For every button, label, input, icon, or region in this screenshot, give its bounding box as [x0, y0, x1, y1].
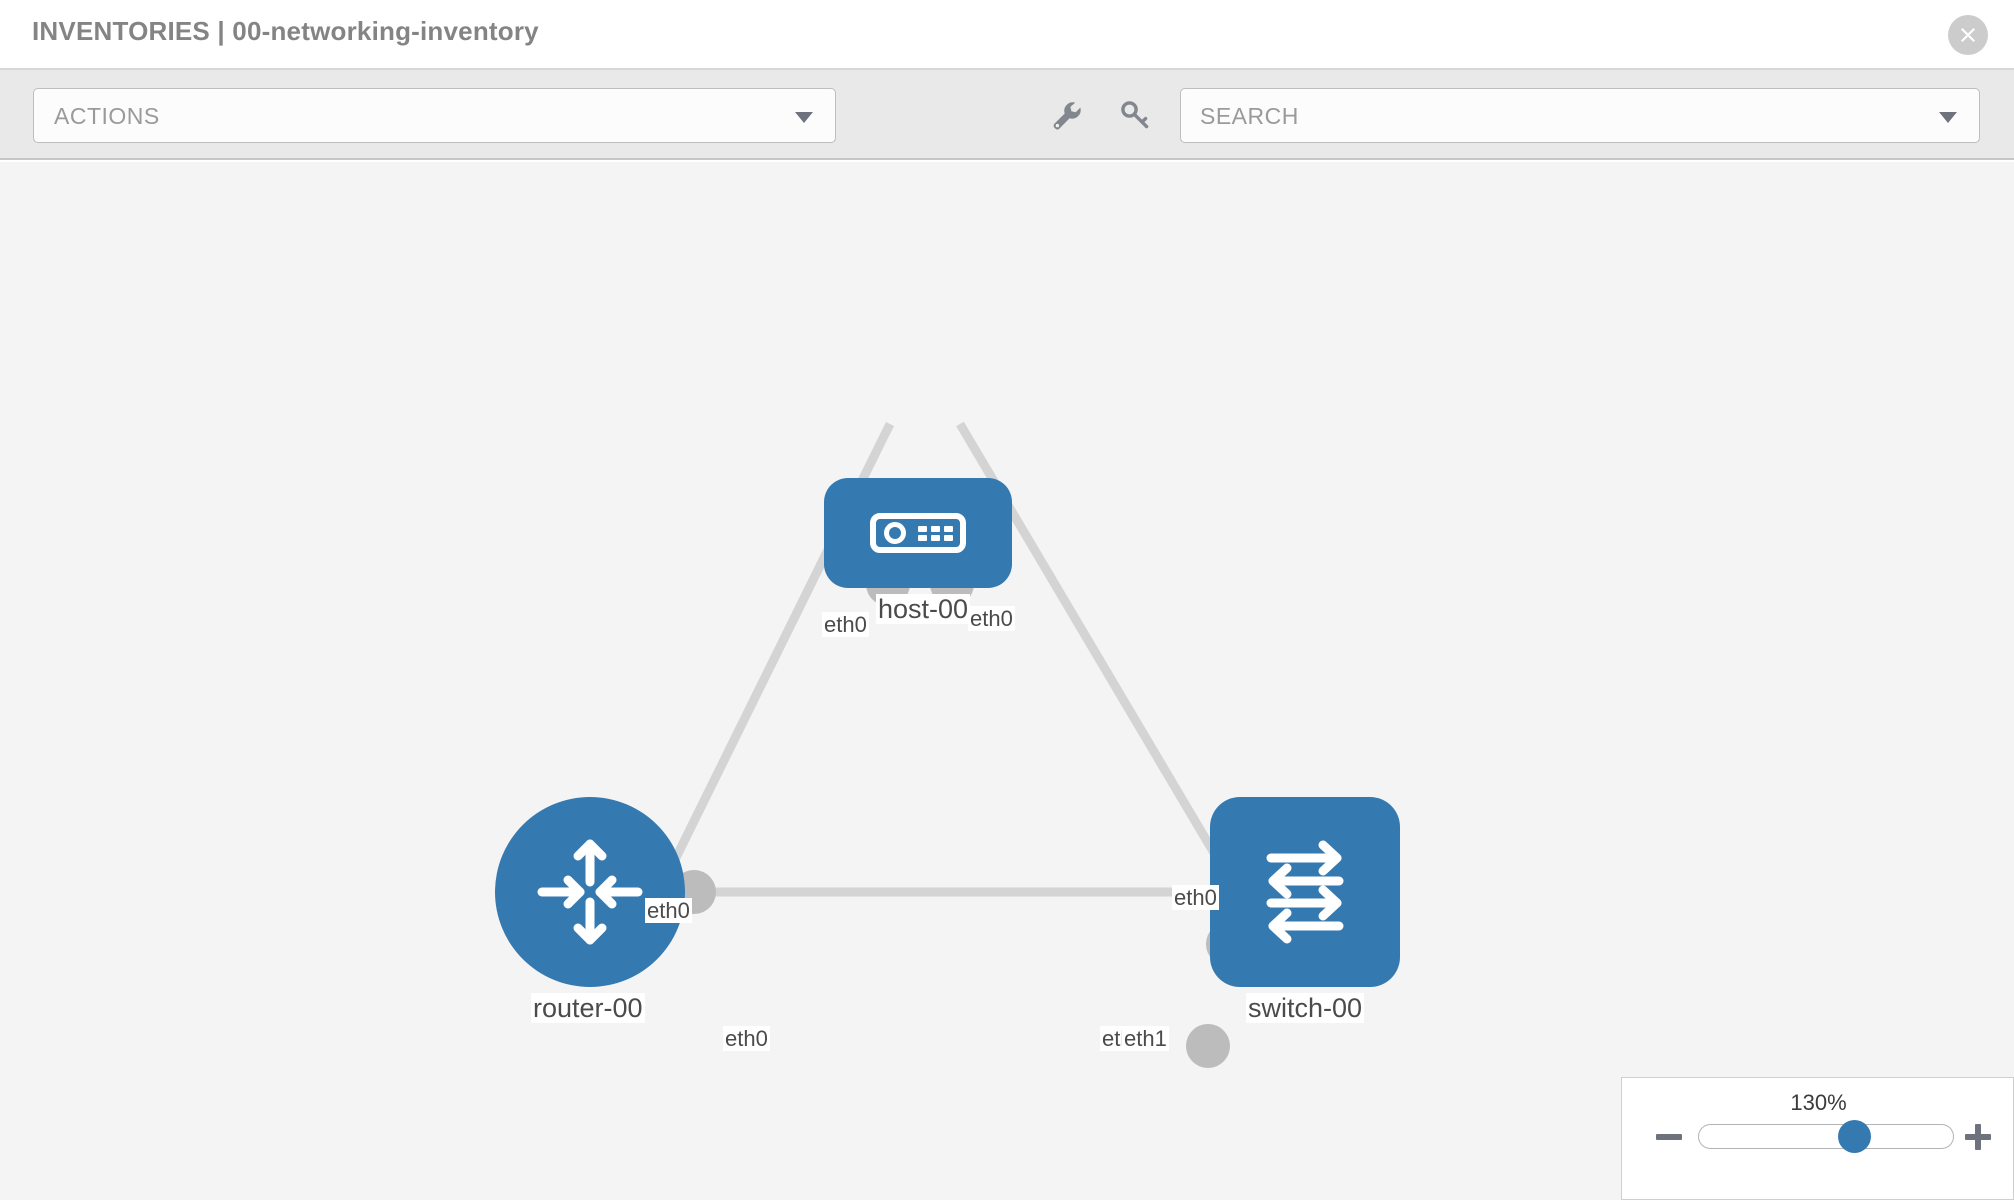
zoom-in-button[interactable]	[1959, 1118, 1997, 1156]
topology-edges	[657, 421, 1247, 905]
edge-label-router-right: eth0	[723, 1026, 770, 1052]
zoom-slider-thumb[interactable]	[1838, 1120, 1871, 1153]
node-shape-switch	[1210, 797, 1400, 987]
chevron-down-icon	[1939, 112, 1957, 123]
node-shape-host	[824, 478, 1012, 588]
edge-label-router-upper: eth0	[645, 898, 692, 924]
switch-arrows-icon	[1266, 840, 1344, 944]
node-label-switch-00: switch-00	[1246, 993, 1365, 1024]
zoom-slider[interactable]	[1698, 1120, 1954, 1153]
router-arrows-icon	[537, 839, 643, 945]
key-icon[interactable]	[1112, 92, 1158, 138]
server-device-icon	[870, 513, 966, 553]
edge-label-switch-left: eth1	[1122, 1026, 1169, 1052]
zoom-control-panel: 130%	[1621, 1077, 2014, 1200]
node-shape-router	[495, 797, 685, 987]
connector-nub-switch-left[interactable]	[1186, 1024, 1230, 1068]
search-input[interactable]: SEARCH	[1180, 88, 1980, 143]
zoom-level-label: 130%	[1790, 1090, 1847, 1115]
plus-icon-vertical	[1975, 1124, 1981, 1150]
edge-label-host-left: eth0	[822, 612, 869, 638]
minus-icon	[1656, 1134, 1682, 1140]
toolbar: ACTIONS SEARCH	[0, 70, 2014, 160]
node-label-host-00: host-00	[876, 594, 971, 625]
edge-label-host-right: eth0	[968, 606, 1015, 632]
search-placeholder: SEARCH	[1200, 103, 1299, 129]
topology-canvas[interactable]: host-00	[0, 162, 2014, 1200]
page-header: INVENTORIES | 00-networking-inventory	[0, 0, 2014, 70]
edge-label-switch-upper: eth0	[1172, 885, 1219, 911]
zoom-out-button[interactable]	[1650, 1118, 1688, 1156]
chevron-down-icon	[795, 112, 813, 123]
node-label-router-00: router-00	[531, 993, 645, 1024]
wrench-icon[interactable]	[1043, 92, 1089, 138]
close-circle-icon[interactable]	[1948, 15, 1988, 55]
actions-dropdown-label: ACTIONS	[54, 103, 160, 129]
actions-dropdown[interactable]: ACTIONS	[33, 88, 836, 143]
page-title: INVENTORIES | 00-networking-inventory	[32, 16, 539, 46]
